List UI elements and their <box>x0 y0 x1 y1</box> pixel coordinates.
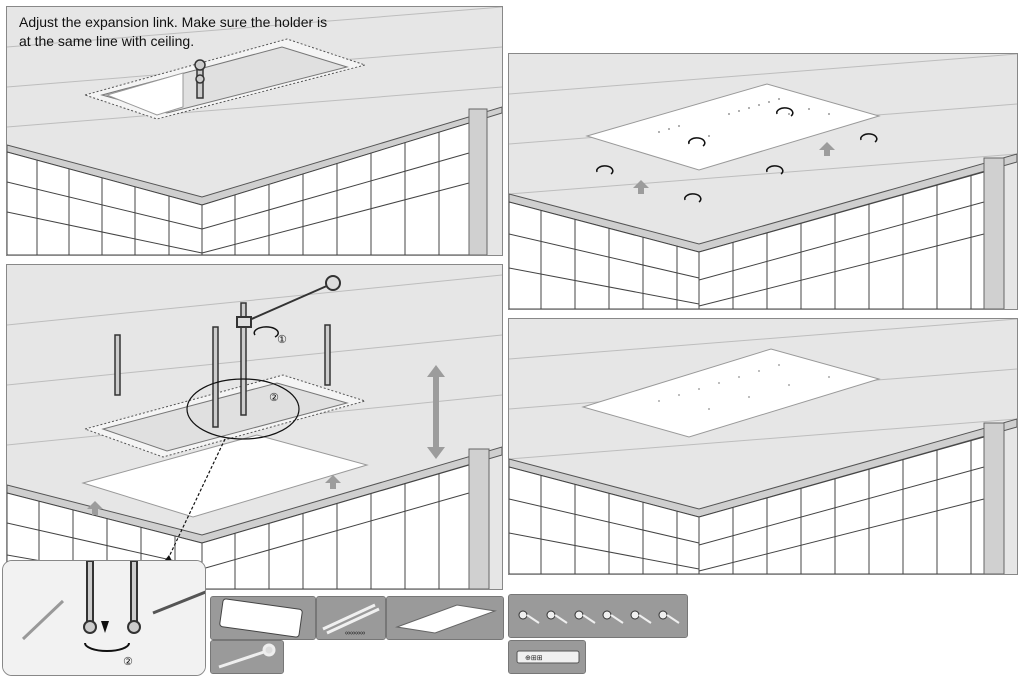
detail-inset-drawing: ② <box>3 561 205 675</box>
ceiling-scene-1 <box>7 7 502 255</box>
part-wrench-drawing <box>211 641 283 673</box>
part-screw-label-thumb: ⊕⊞⊞ <box>508 640 586 674</box>
part-screws-drawing <box>509 595 687 637</box>
detail-callout-circle <box>186 378 300 440</box>
panel-step-complete <box>508 318 1018 575</box>
expansion-link <box>114 302 331 428</box>
tile-wall-left <box>7 151 203 255</box>
part-screws-thumb <box>508 594 688 638</box>
part-wrench-thumb <box>210 640 284 674</box>
wrench-icon <box>236 275 341 328</box>
ceiling-scene-3: ① ② <box>7 265 502 589</box>
rotate-arrow-icon <box>84 642 130 652</box>
step-marker-two: ② <box>123 655 133 668</box>
part-rods-thumb: ∞∞∞∞ <box>316 596 386 640</box>
part-holder-frame-drawing <box>211 597 315 639</box>
screw-label: ⊕⊞⊞ <box>525 655 543 662</box>
tile-wall-right <box>201 108 488 255</box>
down-arrow-icon <box>101 621 109 633</box>
part-screw-label-drawing: ⊕⊞⊞ <box>509 641 585 673</box>
up-arrow-icon <box>633 142 835 194</box>
panel-step-secure-panel <box>508 53 1018 310</box>
part-holder-frame-thumb <box>210 596 316 640</box>
part-shower-panel-drawing <box>387 597 503 639</box>
wrench-icon <box>218 643 276 669</box>
part-rods-drawing: ∞∞∞∞ <box>317 597 385 639</box>
ceiling-scene-4 <box>509 319 1017 574</box>
up-arrow-icon <box>87 475 341 515</box>
step-marker-one: ① <box>277 333 287 346</box>
panel-step-adjust-link: Adjust the expansion link. Make sure the… <box>6 6 503 256</box>
part-shower-panel-thumb <box>386 596 504 640</box>
rotate-arrow-icon <box>253 326 279 338</box>
step-marker-two: ② <box>269 391 279 404</box>
wrench-icon <box>152 590 205 615</box>
detail-inset: ② <box>2 560 206 676</box>
shower-holder-frame <box>83 38 367 120</box>
detail-pointer-line <box>166 438 226 562</box>
panel-step-install: ① ② <box>6 264 503 590</box>
rotate-arrow-icon <box>596 107 878 203</box>
ceiling-scene-2 <box>509 54 1017 309</box>
shower-panel <box>81 434 369 518</box>
expansion-link <box>194 59 206 99</box>
instruction-caption: Adjust the expansion link. Make sure the… <box>19 14 328 49</box>
double-arrow-icon <box>427 365 445 459</box>
shower-panel <box>581 348 881 438</box>
rod-label: ∞∞∞∞ <box>345 630 365 637</box>
